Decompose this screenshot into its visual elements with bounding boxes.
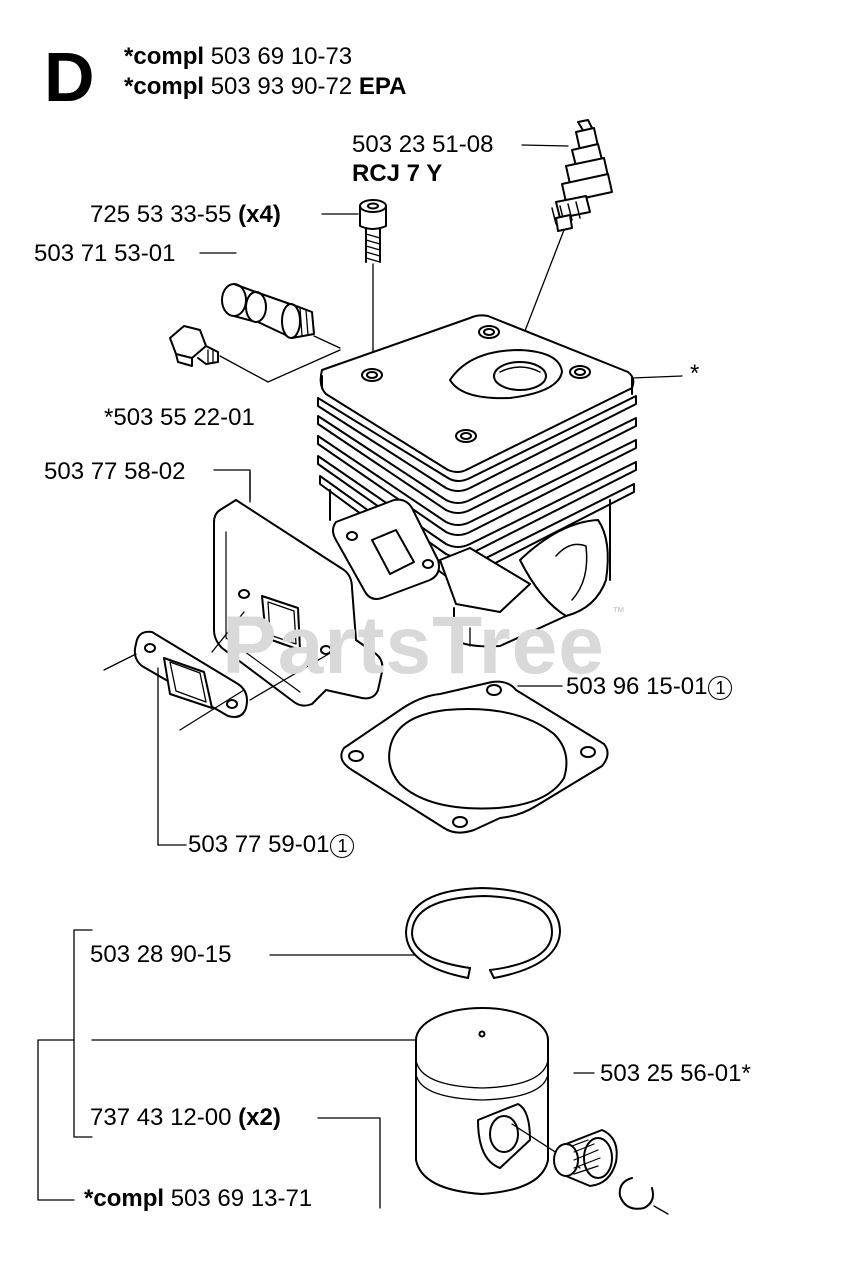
screw-number: 725 53 33-55 xyxy=(90,201,232,228)
needle-bearing-qty: (x2) xyxy=(238,1104,281,1131)
header-line-2-suffix: EPA xyxy=(358,73,407,100)
header-line-2-prefix: *compl xyxy=(124,73,205,100)
exhaust-gasket-drawing[interactable] xyxy=(103,611,333,731)
base-gasket-number: 503 96 15-01 xyxy=(566,673,708,700)
watermark-trademark: ™ xyxy=(612,604,625,619)
screw-drawing[interactable] xyxy=(359,199,387,373)
piston-ring-drawing[interactable] xyxy=(269,887,561,979)
label-piston-ring[interactable]: 503 28 90-15 xyxy=(90,941,232,968)
label-spark-plug[interactable]: 503 23 51-08 xyxy=(352,133,493,157)
piston-kit-prefix: *compl xyxy=(84,1185,165,1212)
base-gasket-drawing[interactable] xyxy=(340,680,609,834)
plug-drawing[interactable] xyxy=(169,325,341,383)
watermark: PartsTree xyxy=(222,600,605,691)
exhaust-gasket-mark: 1 xyxy=(330,833,355,858)
label-cylinder[interactable]: * xyxy=(690,360,700,387)
label-piston[interactable]: 503 25 56-01* xyxy=(600,1060,751,1087)
cylinder-drawing[interactable] xyxy=(317,314,683,648)
screw-qty: (x4) xyxy=(238,201,281,228)
circlip-drawing[interactable] xyxy=(618,1177,669,1215)
spark-plug-number: 503 23 51-08 xyxy=(352,131,494,158)
header-line-2-number: 503 93 90-72 xyxy=(210,73,353,100)
base-gasket-mark: 1 xyxy=(708,675,733,700)
label-exhaust-plate[interactable]: 503 77 58-02 xyxy=(44,458,186,485)
header-line-1: *compl 503 69 10-73 xyxy=(124,45,352,69)
decompression-valve-drawing[interactable] xyxy=(221,283,341,349)
piston-drawing[interactable] xyxy=(91,1007,595,1195)
label-needle-bearing[interactable]: 737 43 12-00 (x2) xyxy=(90,1106,281,1130)
piston-kit-number: 503 69 13-71 xyxy=(170,1185,313,1212)
section-letter: D xyxy=(44,38,95,116)
spark-plug-drawing[interactable] xyxy=(505,119,613,381)
header-line-2: *compl 503 93 90-72 EPA xyxy=(124,75,406,99)
exhaust-gasket-number: 503 77 59-01 xyxy=(188,831,330,858)
label-piston-kit[interactable]: *compl 503 69 13-71 xyxy=(84,1187,312,1211)
label-plug[interactable]: *503 55 22-01 xyxy=(104,404,255,431)
label-spark-plug-code: RCJ 7 Y xyxy=(352,160,443,187)
label-decomp-valve[interactable]: 503 71 53-01 xyxy=(34,240,176,267)
header-line-1-prefix: *compl xyxy=(124,43,205,70)
label-screw[interactable]: 725 53 33-55 (x4) xyxy=(90,203,281,227)
leader-lines xyxy=(37,144,569,1209)
needle-bearing-drawing[interactable] xyxy=(553,1129,618,1187)
needle-bearing-number: 737 43 12-00 xyxy=(90,1104,232,1131)
header-line-1-number: 503 69 10-73 xyxy=(210,43,353,70)
exhaust-plate-drawing[interactable] xyxy=(213,471,384,707)
